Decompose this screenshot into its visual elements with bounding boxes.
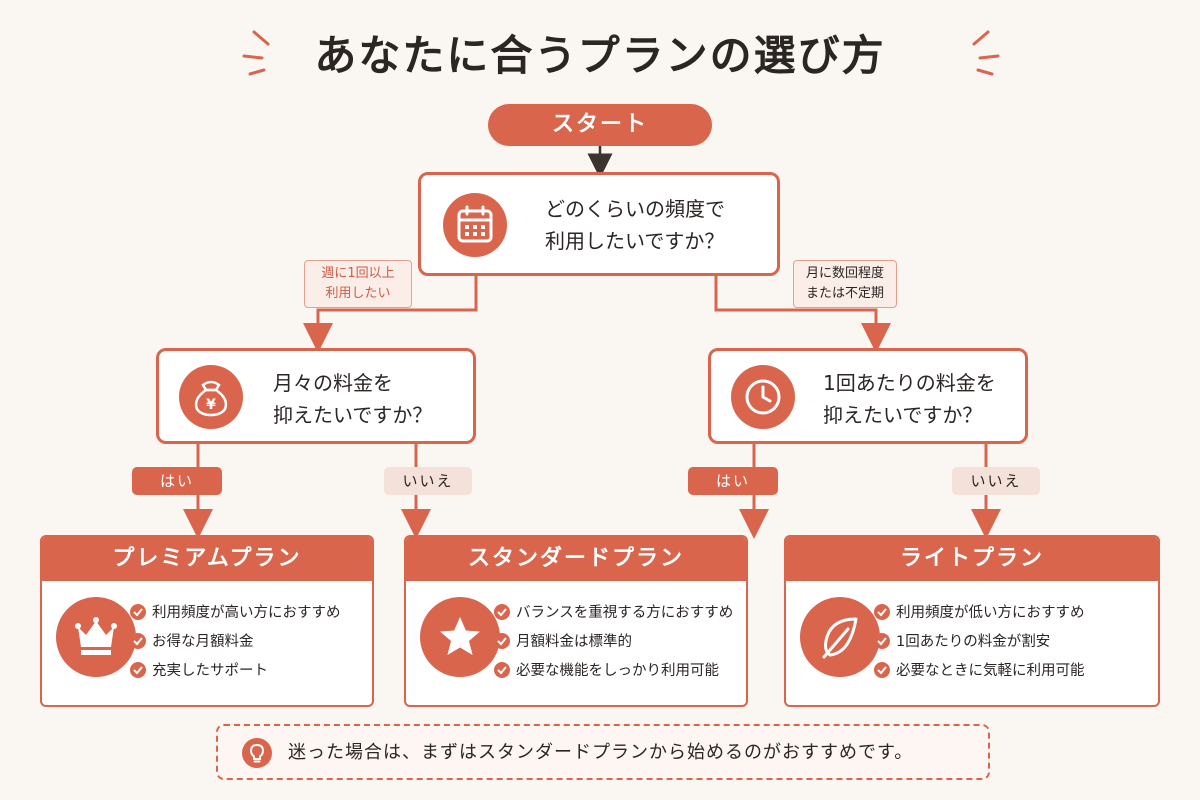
money-pouch-icon: ¥ [179,365,243,429]
question-monthly-fee: ¥ 月々の料金を 抑えたいですか？ [156,348,476,444]
plan-title: スタンダードプラン [406,537,746,581]
check-icon [130,633,146,649]
check-icon [874,633,890,649]
start-node: スタート [488,104,712,146]
question-per-use-fee: 1回あたりの料金を 抑えたいですか？ [708,348,1028,444]
lightbulb-icon [242,738,272,768]
svg-text:¥: ¥ [206,397,216,413]
crown-icon [56,597,136,677]
check-icon [874,662,890,678]
leaf-icon [800,597,880,677]
feature-item: 利用頻度が高い方におすすめ [130,603,341,623]
answer-yes-right: はい [688,467,778,495]
answer-yes-left: はい [132,467,222,495]
feature-item: 1回あたりの料金が割安 [874,632,1050,652]
plan-card-premium: プレミアムプラン 利用頻度が高い方におすすめ お得な月額料金 充実したサポート [40,535,374,707]
check-icon [130,662,146,678]
check-icon [874,604,890,620]
feature-item: 必要な機能をしっかり利用可能 [494,661,719,681]
question-per-use-fee-text: 1回あたりの料金を 抑えたいですか？ [823,371,996,427]
feature-item: 月額料金は標準的 [494,632,632,652]
feature-item: バランスを重視する方におすすめ [494,603,733,623]
answer-no-right: いいえ [952,467,1040,495]
feature-item: 利用頻度が低い方におすすめ [874,603,1085,623]
check-icon [494,633,510,649]
plan-title: プレミアムプラン [42,537,372,581]
tip-text: 迷った場合は、まずはスタンダードプランから始めるのがおすすめです。 [288,742,914,763]
feature-item: 必要なときに気軽に利用可能 [874,661,1085,681]
check-icon [130,604,146,620]
title-decoration-left [242,30,270,76]
question-monthly-fee-text: 月々の料金を 抑えたいですか？ [273,371,433,427]
page-title: あなたに合うプランの選び方 [314,31,886,80]
clock-icon [731,365,795,429]
plan-card-light: ライトプラン 利用頻度が低い方におすすめ 1回あたりの料金が割安 必要なときに気… [784,535,1160,707]
check-icon [494,662,510,678]
star-icon [420,597,500,677]
feature-item: 充実したサポート [130,661,268,681]
title-decoration-right [972,30,1000,76]
branch-note-monthly: 月に数回程度 または不定期 [793,260,897,308]
question-frequency-text: どのくらいの頻度で 利用したいですか？ [545,197,725,253]
answer-no-left: いいえ [384,467,472,495]
check-icon [494,604,510,620]
question-frequency: どのくらいの頻度で 利用したいですか？ [418,172,780,276]
plan-card-standard: スタンダードプラン バランスを重視する方におすすめ 月額料金は標準的 必要な機能… [404,535,748,707]
tip-box: 迷った場合は、まずはスタンダードプランから始めるのがおすすめです。 [216,724,990,780]
calendar-icon [443,193,507,257]
feature-item: お得な月額料金 [130,632,254,652]
branch-note-weekly: 週に1回以上 利用したい [304,260,412,308]
plan-title: ライトプラン [786,537,1158,581]
